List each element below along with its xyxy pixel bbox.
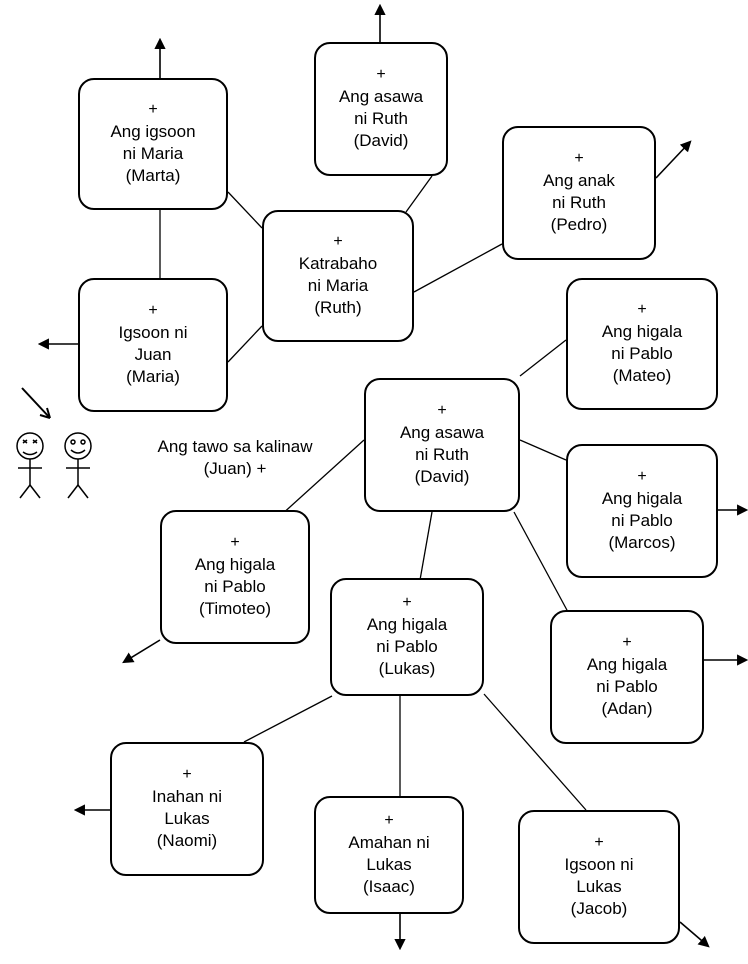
node-mateo[interactable]: + Ang higala ni Pablo (Mateo) (566, 278, 718, 410)
edge-pedro-ruth (413, 243, 503, 293)
node-naomi-line3: (Naomi) (156, 831, 218, 850)
edge-marta-ruth (227, 191, 263, 229)
edge-lukas-david (419, 511, 433, 581)
node-maria-line2: Juan (134, 345, 172, 364)
node-isaac[interactable]: + Amahan ni Lukas (Isaac) (314, 796, 464, 914)
node-timoteo[interactable]: + Ang higala ni Pablo (Timoteo) (160, 510, 310, 644)
arrow-pedro-out (655, 140, 692, 179)
node-pedro-line3: (Pedro) (550, 215, 608, 234)
node-isaac-line1: Amahan ni (348, 833, 430, 852)
node-david-line1: Ang asawa (399, 423, 485, 442)
node-ruth[interactable]: + Katrabaho ni Maria (Ruth) (262, 210, 414, 342)
node-marta-plus: + (148, 101, 158, 118)
edge-david-top-ruth (405, 175, 433, 213)
node-lukas[interactable]: + Ang higala ni Pablo (Lukas) (330, 578, 484, 696)
juan-label: Ang tawo sa kalinaw (Juan) + (120, 436, 350, 480)
arrow-timoteo-out (122, 639, 161, 664)
node-marcos-line3: (Marcos) (608, 533, 676, 552)
node-mateo-line3: (Mateo) (612, 366, 672, 385)
node-adan-line3: (Adan) (601, 699, 653, 718)
node-mateo-plus: + (637, 301, 647, 318)
node-pedro-line1: Ang anak (543, 171, 615, 190)
node-timoteo-plus: + (230, 534, 240, 551)
node-maria-line1: Igsoon ni (118, 323, 188, 342)
node-naomi[interactable]: + Inahan ni Lukas (Naomi) (110, 742, 264, 876)
node-lukas-plus: + (402, 594, 412, 611)
node-ruth-line1: Katrabaho (298, 254, 378, 273)
node-isaac-plus: + (384, 812, 394, 829)
node-david[interactable]: + Ang asawa ni Ruth (David) (364, 378, 520, 512)
node-marta-line2: ni Maria (122, 144, 184, 163)
node-marcos-line2: ni Pablo (611, 511, 673, 530)
node-lukas-line1: Ang higala (366, 615, 448, 634)
node-ruth-plus: + (333, 233, 343, 250)
node-naomi-line1: Inahan ni (152, 787, 222, 806)
node-david-top[interactable]: + Ang asawa ni Ruth (David) (314, 42, 448, 176)
pointer-arrow-icon (21, 387, 51, 419)
node-jacob-line1: Igsoon ni (564, 855, 634, 874)
node-lukas-line3: (Lukas) (378, 659, 436, 678)
edge-jacob-lukas (483, 693, 587, 811)
node-timoteo-line1: Ang higala (194, 555, 276, 574)
node-jacob-plus: + (594, 834, 604, 851)
stick-figure-right-icon (64, 432, 92, 499)
node-pedro-plus: + (574, 150, 584, 167)
node-david-line3: (David) (414, 467, 470, 486)
node-ruth-line2: ni Maria (307, 276, 369, 295)
node-mateo-line1: Ang higala (601, 322, 683, 341)
node-jacob-line2: Lukas (576, 877, 622, 896)
arrow-jacob-out (679, 921, 710, 948)
node-adan[interactable]: + Ang higala ni Pablo (Adan) (550, 610, 704, 744)
edge-mateo-david (519, 339, 567, 377)
node-isaac-line3: (Isaac) (363, 877, 415, 896)
edge-maria-ruth (227, 325, 263, 363)
node-timoteo-line3: (Timoteo) (198, 599, 272, 618)
stick-figure-left-icon (16, 432, 44, 499)
node-timoteo-line2: ni Pablo (204, 577, 266, 596)
juan-label-line1: Ang tawo sa kalinaw (157, 437, 313, 456)
node-isaac-line2: Lukas (366, 855, 412, 874)
node-david-top-plus: + (376, 66, 386, 83)
node-maria-plus: + (148, 302, 158, 319)
node-marta-line1: Ang igsoon (110, 122, 196, 141)
node-marta-line3: (Marta) (125, 166, 181, 185)
edge-naomi-lukas (243, 695, 333, 743)
node-maria[interactable]: + Igsoon ni Juan (Maria) (78, 278, 228, 412)
node-ruth-line3: (Ruth) (314, 298, 362, 317)
node-naomi-line2: Lukas (164, 809, 210, 828)
node-mateo-line2: ni Pablo (611, 344, 673, 363)
node-david-top-line2: ni Ruth (354, 109, 408, 128)
node-marcos-plus: + (637, 468, 647, 485)
node-adan-plus: + (622, 634, 632, 651)
node-marcos[interactable]: + Ang higala ni Pablo (Marcos) (566, 444, 718, 578)
node-david-top-line1: Ang asawa (338, 87, 424, 106)
node-david-line2: ni Ruth (415, 445, 469, 464)
node-jacob[interactable]: + Igsoon ni Lukas (Jacob) (518, 810, 680, 944)
node-naomi-plus: + (182, 766, 192, 783)
node-marta[interactable]: + Ang igsoon ni Maria (Marta) (78, 78, 228, 210)
node-adan-line1: Ang higala (586, 655, 668, 674)
stick-figures-illustration (16, 387, 92, 499)
node-david-top-line3: (David) (353, 131, 409, 150)
node-jacob-line3: (Jacob) (570, 899, 628, 918)
node-maria-line3: (Maria) (126, 367, 180, 386)
node-marcos-line1: Ang higala (601, 489, 683, 508)
node-pedro-line2: ni Ruth (552, 193, 606, 212)
node-david-plus: + (437, 402, 447, 419)
juan-label-line2: (Juan) + (203, 459, 267, 478)
edge-marcos-david (519, 439, 567, 461)
edge-timoteo-david (279, 439, 365, 517)
edge-adan-david (513, 511, 569, 613)
node-pedro[interactable]: + Ang anak ni Ruth (Pedro) (502, 126, 656, 260)
node-adan-line2: ni Pablo (596, 677, 658, 696)
node-lukas-line2: ni Pablo (376, 637, 438, 656)
